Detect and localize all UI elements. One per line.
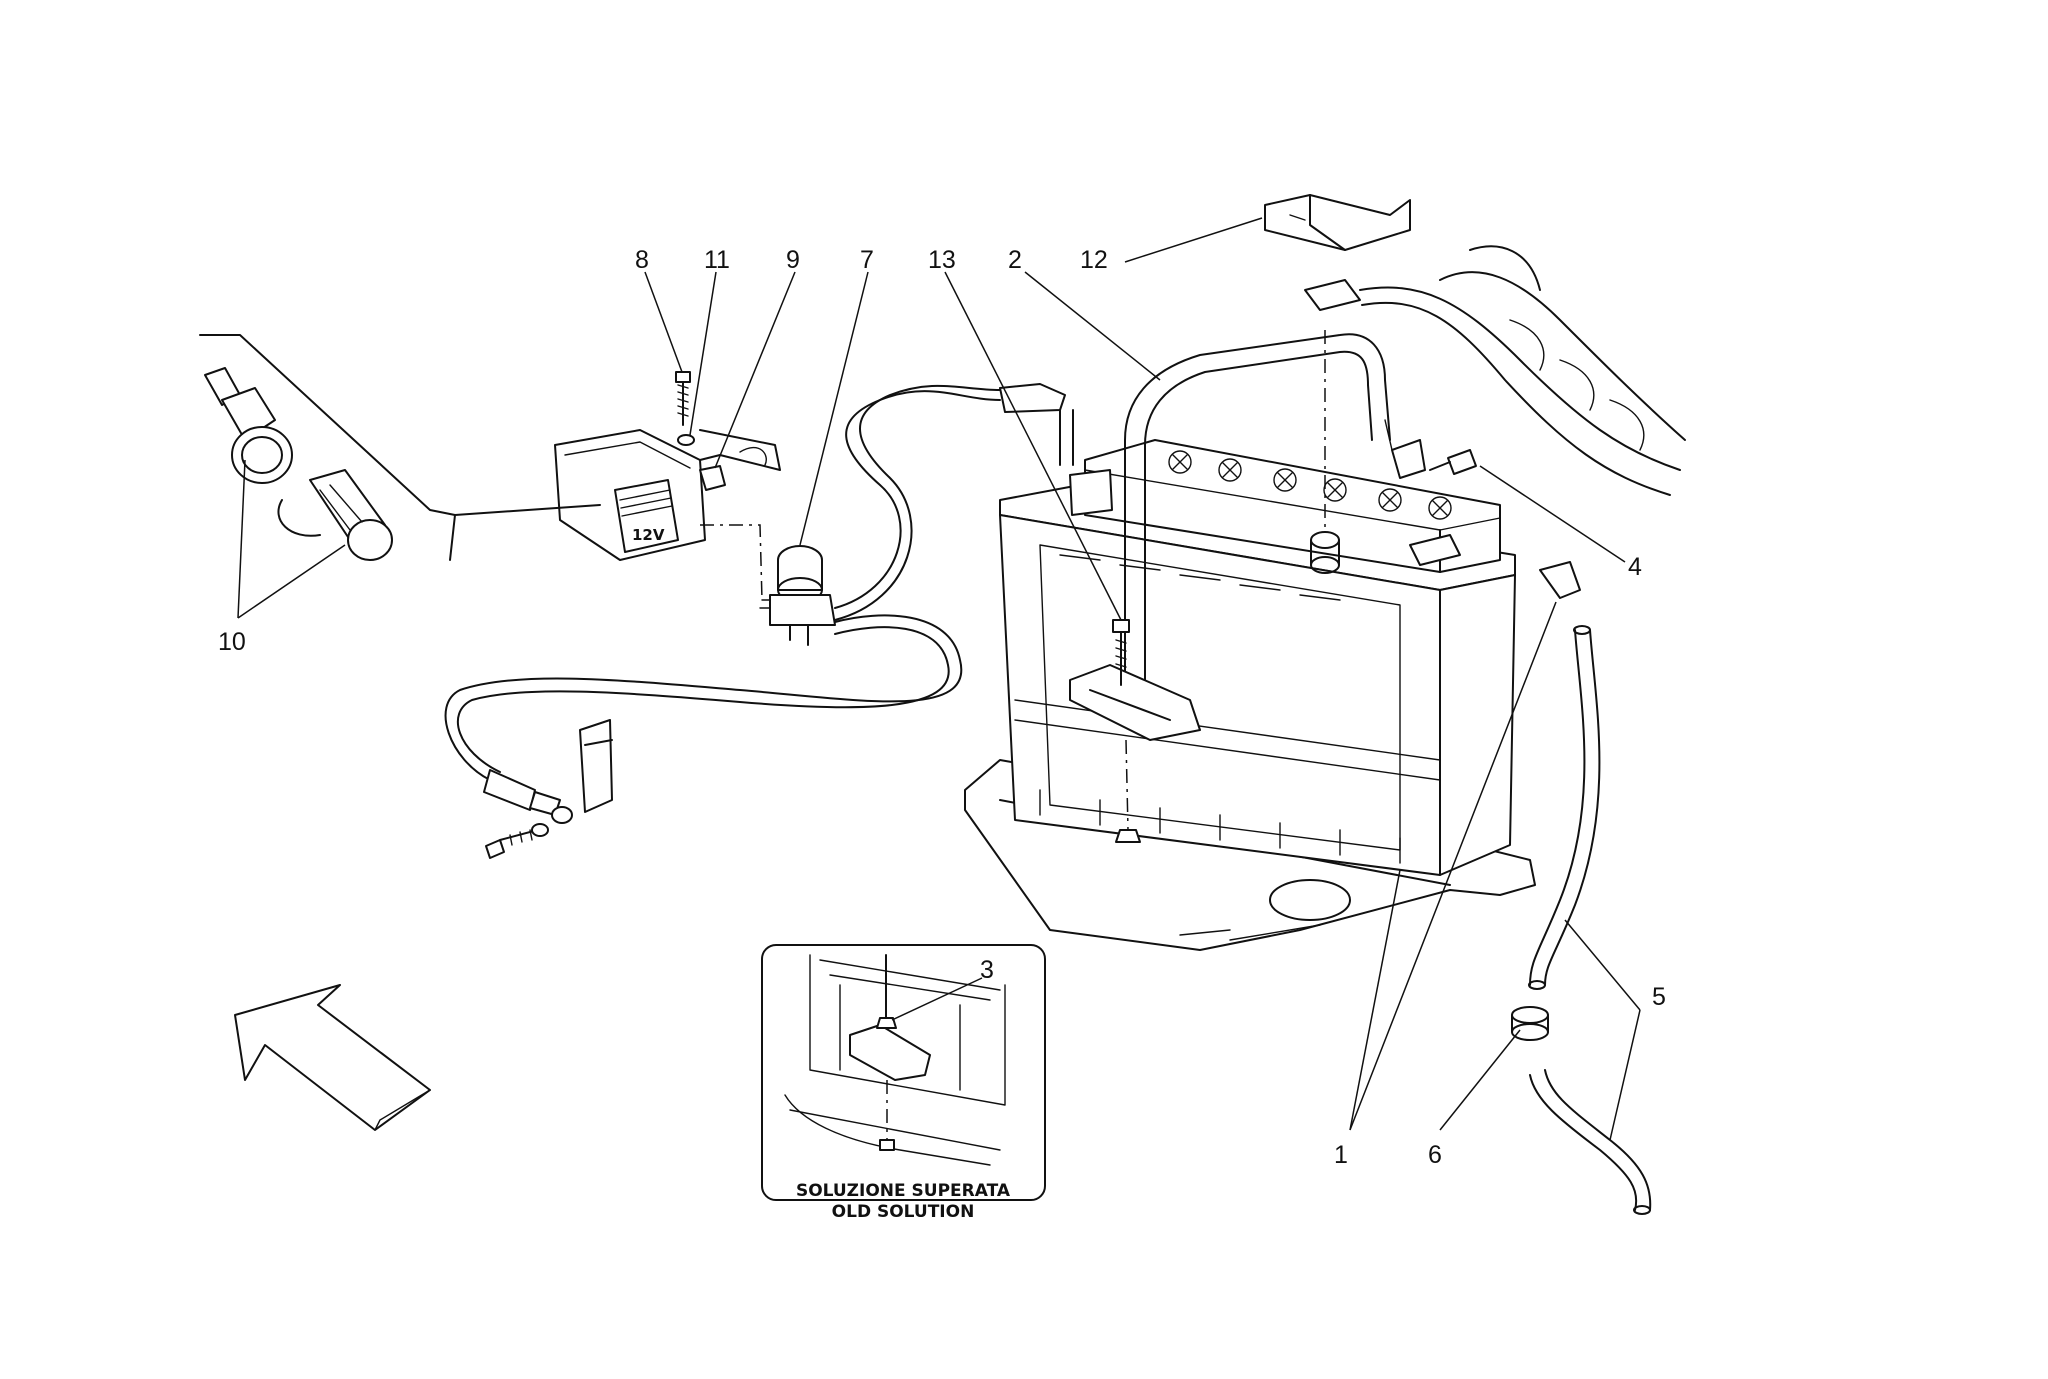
vent-hose — [1528, 561, 1652, 1215]
leader-lines — [237, 217, 1641, 1141]
strap-screw — [1429, 449, 1477, 475]
socket-voltage-badge: 12V — [632, 526, 665, 544]
battery-cables — [444, 383, 1074, 859]
battery-cut-off-switch — [700, 524, 836, 646]
callout-3: 3 — [980, 956, 994, 984]
forward-direction-arrow-icon — [234, 984, 431, 1131]
battery — [999, 439, 1516, 876]
cigarette-lighter-assembly — [199, 334, 456, 561]
cell-caps — [1168, 450, 1452, 520]
callout-12: 12 — [1080, 246, 1108, 274]
vent-grommet — [1511, 1006, 1549, 1041]
bracket-fasteners — [675, 371, 726, 491]
callout-2: 2 — [1008, 246, 1022, 274]
power-socket-bracket: 12V — [454, 429, 781, 561]
callout-11: 11 — [704, 246, 730, 274]
callout-5: 5 — [1652, 983, 1666, 1011]
callout-4: 4 — [1628, 553, 1642, 581]
inset-caption-line2: OLD SOLUTION — [832, 1202, 975, 1222]
callout-6: 6 — [1428, 1141, 1442, 1169]
inset-caption-line1: SOLUZIONE SUPERATA — [796, 1181, 1011, 1201]
terminal-cover — [1264, 194, 1411, 251]
callout-13: 13 — [928, 246, 956, 274]
callout-1: 1 — [1334, 1141, 1348, 1169]
callout-labels: 1 2 3 4 5 6 7 8 9 10 11 12 13 — [218, 246, 1666, 1169]
callout-8: 8 — [635, 246, 649, 274]
callout-9: 9 — [786, 246, 800, 274]
callout-7: 7 — [860, 246, 874, 274]
hold-down-clamp — [1069, 619, 1201, 843]
main-wiring-harness — [1304, 245, 1686, 530]
battery-hold-down-strap — [1124, 333, 1426, 706]
old-solution-inset: SOLUZIONE SUPERATA OLD SOLUTION — [761, 944, 1046, 1222]
callout-10: 10 — [218, 628, 246, 656]
